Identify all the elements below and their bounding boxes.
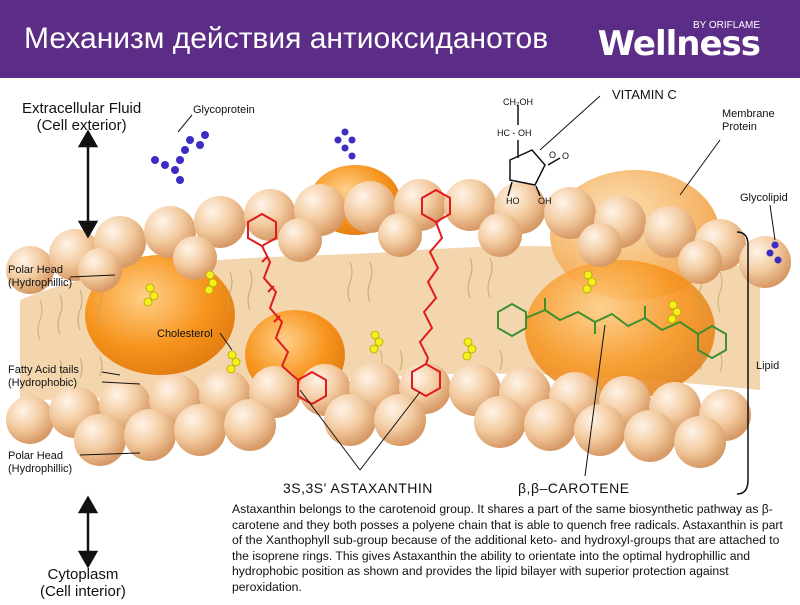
brand-logo: Wellness xyxy=(597,24,761,64)
cholesterol-molecules xyxy=(143,270,682,374)
vitc-o-ring: O xyxy=(549,150,557,160)
arrow-exterior xyxy=(77,129,99,239)
label-cholesterol: Cholesterol xyxy=(157,328,213,340)
label-fatty-acid-line2: (Hydrophobic) xyxy=(8,376,78,389)
membrane-diagram: Extracellular Fluid (Cell exterior) Glyc… xyxy=(0,78,800,600)
label-cytoplasm: Cytoplasm (Cell interior) xyxy=(40,566,126,601)
label-membrane-protein: Membrane Protein xyxy=(722,108,775,133)
label-fatty-acid-line1: Fatty Acid tails xyxy=(8,364,79,376)
label-fatty-acid: Fatty Acid tails (Hydrophobic) xyxy=(8,364,79,389)
lipid-bracket xyxy=(736,231,749,495)
label-polar-head-bottom-line2: (Hydrophillic) xyxy=(8,462,73,475)
vitc-hcoh: HC - OH xyxy=(497,128,532,138)
vitc-ho: HO xyxy=(506,196,520,206)
callout-lines xyxy=(69,95,776,477)
page-title: Механизм действия антиоксиданотов xyxy=(24,22,549,55)
membrane-protein-carotene xyxy=(525,260,715,400)
header-bar: Механизм действия антиоксиданотов BY ORI… xyxy=(0,0,800,78)
label-membrane-protein-line1: Membrane xyxy=(722,108,775,120)
label-glycoprotein: Glycoprotein xyxy=(193,104,255,116)
label-cytoplasm-line1: Cytoplasm xyxy=(47,566,119,583)
arrow-interior xyxy=(77,495,99,569)
label-membrane-protein-line2: Protein xyxy=(722,120,757,133)
vitc-o-keto: O xyxy=(562,151,570,161)
beta-carotene-molecule xyxy=(497,298,727,360)
vitc-ch2oh: CH₂OH xyxy=(503,97,533,107)
label-extracellular-line2: (Cell exterior) xyxy=(36,117,127,135)
polar-heads-bottom xyxy=(6,362,751,468)
label-astaxanthin: 3S,3S' ASTAXANTHIN xyxy=(283,480,433,496)
label-extracellular-line1: Extracellular Fluid xyxy=(22,100,142,117)
label-polar-head-top-line1: Polar Head xyxy=(8,264,64,276)
label-carotene: β,β–CAROTENE xyxy=(518,480,630,496)
label-glycolipid: Glycolipid xyxy=(740,192,788,204)
vitamin-c-structure xyxy=(507,105,561,197)
label-vitamin-c: VITAMIN C xyxy=(612,87,677,102)
glycoprotein-chains xyxy=(151,128,782,264)
brand-subtitle: BY ORIFLAME xyxy=(692,20,760,31)
description-text: Astaxanthin belongs to the carotenoid gr… xyxy=(232,502,783,595)
label-polar-head-top: Polar Head (Hydrophillic) xyxy=(8,264,72,289)
membrane-illustration xyxy=(6,95,791,569)
label-extracellular: Extracellular Fluid (Cell exterior) xyxy=(22,100,141,135)
astaxanthin-molecules xyxy=(247,188,451,406)
label-cytoplasm-line2: (Cell interior) xyxy=(40,583,126,601)
polar-heads-top xyxy=(6,179,791,294)
vitc-oh: OH xyxy=(538,196,552,206)
label-polar-head-bottom-line1: Polar Head xyxy=(8,450,64,462)
label-lipid: Lipid xyxy=(756,360,780,372)
membrane-protein-left xyxy=(85,255,235,375)
label-polar-head-bottom: Polar Head (Hydrophillic) xyxy=(8,450,72,475)
label-polar-head-top-line2: (Hydrophillic) xyxy=(8,276,73,289)
